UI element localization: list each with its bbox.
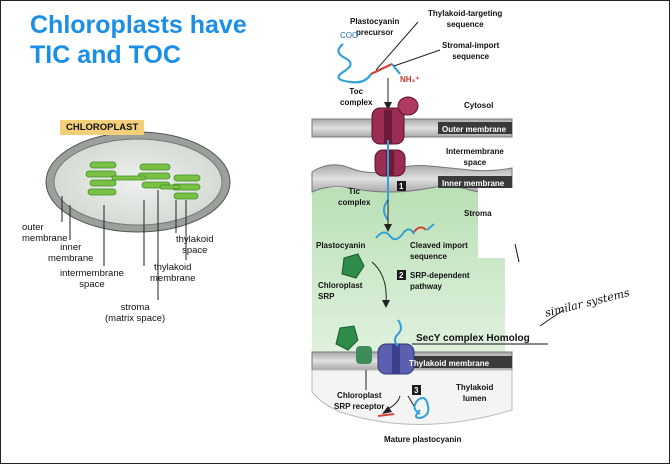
label-line: thylakoid — [176, 234, 214, 245]
step-3-badge: 3 — [414, 386, 419, 395]
step-2-badge: 2 — [399, 271, 404, 280]
label-thylakoid-lumen: Thylakoid lumen — [456, 382, 493, 404]
label-line: Toc — [349, 87, 364, 96]
label-line: intermembrane — [60, 268, 124, 279]
label-line: complex — [340, 98, 373, 107]
label-chloroplast-srp: Chloroplast SRP — [318, 280, 362, 302]
label-line: precursor — [356, 28, 394, 37]
label-toc-complex: Toc complex — [340, 86, 372, 108]
label-line: sequence — [446, 20, 484, 29]
label-line: sequence — [410, 252, 447, 261]
label-line: pathway — [410, 282, 443, 291]
label-line: Stromal-import — [442, 41, 500, 50]
label-line: inner — [60, 242, 82, 253]
label-line: Intermembrane — [446, 147, 504, 156]
label-tic-complex: Tic complex — [338, 186, 370, 208]
label-nh3: NH₃⁺ — [400, 75, 420, 84]
label-stroma: stroma (matrix space) — [105, 302, 165, 324]
label-line: SRP receptor — [334, 402, 385, 411]
label-line: Thylakoid — [456, 383, 494, 392]
label-srp-dependent: SRP-dependent pathway — [410, 270, 470, 292]
label-cytosol: Cytosol — [464, 101, 494, 110]
label-line: lumen — [462, 394, 487, 403]
label-thylakoid-membrane: thylakoid membrane — [150, 262, 195, 284]
label-line: SRP — [318, 292, 335, 301]
label-stroma-right: Stroma — [464, 209, 492, 218]
label-line: space — [463, 158, 487, 167]
label-line: thylakoid — [153, 262, 192, 273]
label-outer-membrane-right: Outer membrane — [442, 125, 507, 134]
label-line: Cleaved import — [410, 241, 468, 250]
label-line: SRP-dependent — [410, 271, 470, 280]
label-line: Chloroplast — [337, 391, 382, 400]
label-coo: COO⁻ — [340, 31, 363, 40]
label-line: (matrix space) — [105, 313, 166, 324]
label-inner-membrane-right: Inner membrane — [442, 179, 505, 188]
label-line: Tic — [348, 187, 360, 196]
label-line: complex — [338, 198, 371, 207]
label-plastocyanin: Plastocyanin — [316, 241, 366, 250]
label-thylakoid-membrane-right: Thylakoid membrane — [409, 359, 490, 368]
label-line: outer — [22, 222, 44, 233]
label-line: membrane — [150, 273, 196, 284]
label-plastocyanin-precursor: Plastocyanin precursor — [350, 16, 399, 38]
label-line: membrane — [48, 253, 94, 264]
title-line-2: TIC and TOC — [30, 41, 181, 69]
label-cleaved-import: Cleaved import sequence — [410, 240, 468, 262]
chloroplast-illustration — [45, 131, 231, 300]
label-outer-membrane: outer membrane — [22, 222, 67, 244]
label-line: space — [182, 245, 208, 256]
label-thylakoid-space: thylakoid space — [176, 234, 214, 256]
slide-title: Chloroplasts have TIC and TOC — [30, 10, 247, 70]
label-stromal-import: Stromal-import sequence — [442, 40, 499, 62]
label-line: membrane — [22, 233, 68, 244]
import-pathway-illustration — [311, 21, 565, 425]
label-intermembrane-space: intermembrane space — [60, 268, 124, 290]
label-line: stroma — [120, 302, 150, 313]
label-intermembrane-right: Intermembrane space — [446, 146, 504, 168]
label-srp-receptor: Chloroplast SRP receptor — [334, 390, 385, 412]
chloroplast-tag: CHLOROPLAST — [60, 120, 145, 135]
label-line: Thylakoid-targeting — [428, 9, 503, 18]
label-line: sequence — [452, 52, 490, 61]
label-secy-homolog: SecY complex Homolog — [416, 333, 530, 344]
label-inner-membrane: inner membrane — [48, 242, 93, 264]
label-mature-plastocyanin: Mature plastocyanin — [384, 435, 462, 444]
title-line-1: Chloroplasts have — [30, 11, 247, 39]
label-line: Chloroplast — [318, 281, 363, 290]
label-thylakoid-targeting: Thylakoid-targeting sequence — [428, 8, 502, 30]
label-line: space — [79, 279, 105, 290]
label-line: Plastocyanin — [350, 17, 400, 26]
step-1-badge: 1 — [399, 182, 404, 191]
